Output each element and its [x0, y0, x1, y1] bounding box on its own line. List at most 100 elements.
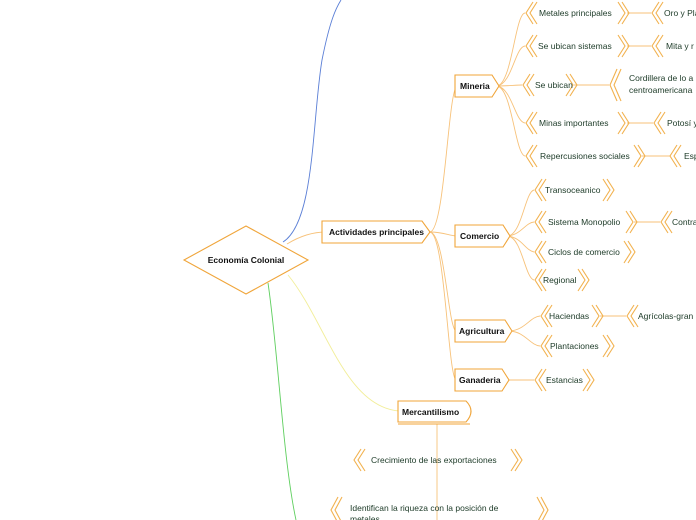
mineria-child-repercusiones[interactable]: Esp	[669, 144, 696, 168]
mineria-item-minas[interactable]: Minas importantes	[525, 111, 630, 135]
mercantilismo-shape	[397, 400, 472, 423]
left-bracket-shape	[525, 144, 538, 168]
ciclos-label: Ciclos de comercio	[548, 247, 620, 257]
ganaderia-label: Ganaderia	[459, 375, 501, 385]
comercio-label: Comercio	[460, 231, 499, 241]
right-bracket-shape	[623, 240, 636, 264]
left-bracket-shape	[534, 240, 547, 264]
mineria-item-sistemas[interactable]: Se ubican sistemas	[525, 34, 630, 58]
right-bracket-shape	[633, 144, 646, 168]
mineria-shape	[454, 74, 500, 98]
left-bracket-shape	[525, 34, 538, 58]
transoceanico-label: Transoceanico	[545, 185, 601, 195]
mineria-item-ubican[interactable]: Se ubican	[522, 73, 578, 97]
ganaderia-node[interactable]: Ganaderia	[454, 368, 510, 392]
right-bracket-shape	[602, 178, 615, 202]
right-bracket-shape	[602, 334, 615, 358]
agricultura-child-haciendas[interactable]: Agrícolas-gran	[626, 304, 694, 328]
connector-actividades-ganaderia	[429, 231, 457, 381]
riqueza-label-line1: Identifican la riqueza con la posición d…	[350, 503, 499, 513]
root-diamond-shape	[182, 225, 310, 295]
comercio-item-regional[interactable]: Regional	[534, 268, 590, 292]
left-bracket-shape	[669, 144, 682, 168]
right-bracket-shape	[625, 210, 638, 234]
connector-mineria-ubican	[496, 84, 523, 87]
left-bracket-shape	[609, 68, 622, 102]
connector-actividades-agricultura	[429, 231, 457, 332]
plantaciones-label: Plantaciones	[550, 341, 599, 351]
regional-label: Regional	[543, 275, 577, 285]
ganaderia-item-estancias[interactable]: Estancias	[534, 368, 595, 392]
right-bracket-shape	[591, 304, 604, 328]
repercusiones-child-label: Esp	[684, 151, 696, 161]
mercantilismo-item-crecimiento[interactable]: Crecimiento de las exportaciones	[353, 448, 523, 472]
comercio-child-monopolio[interactable]: Contra	[660, 210, 696, 234]
connector-agricultura-haciendas	[509, 315, 541, 332]
haciendas-child-label: Agrícolas-gran	[638, 311, 694, 321]
root-node[interactable]: Economía Colonial	[182, 225, 310, 295]
connector-mineria-metales	[496, 12, 526, 87]
monopolio-child-label: Contra	[672, 217, 696, 227]
mercantilismo-label: Mercantilismo	[402, 407, 459, 417]
riqueza-label-line2: metales	[350, 514, 380, 520]
agricultura-shape	[454, 319, 513, 343]
connector-comercio-ciclos	[507, 235, 535, 253]
connector-comercio-monopolio	[507, 221, 535, 237]
actividades-shape	[321, 220, 431, 244]
comercio-item-transoceanico[interactable]: Transoceanico	[534, 178, 615, 202]
mineria-node[interactable]: Mineria	[454, 74, 500, 98]
metales-label: Metales principales	[539, 8, 612, 18]
mercantilismo-node[interactable]: Mercantilismo	[397, 400, 472, 425]
left-bracket-shape	[353, 448, 366, 472]
mineria-item-repercusiones[interactable]: Repercusiones sociales	[525, 144, 646, 168]
right-bracket-shape	[617, 111, 630, 135]
connector-actividades-mineria	[429, 85, 458, 233]
monopolio-label: Sistema Monopolio	[548, 217, 621, 227]
left-bracket-shape	[525, 111, 538, 135]
branch-line-yellow	[287, 274, 401, 412]
comercio-item-monopolio[interactable]: Sistema Monopolio	[534, 210, 638, 234]
right-bracket-shape	[577, 268, 590, 292]
right-bracket-shape	[617, 34, 630, 58]
mineria-child-ubican[interactable]: Cordillera de lo a centroamericana	[609, 68, 694, 102]
left-bracket-shape	[660, 210, 673, 234]
mineria-child-minas[interactable]: Potosí y	[653, 111, 696, 135]
haciendas-label: Haciendas	[549, 311, 589, 321]
left-bracket-shape	[534, 268, 547, 292]
connector-root-actividades	[286, 231, 327, 245]
right-bracket-shape	[510, 448, 523, 472]
agricultura-item-plantaciones[interactable]: Plantaciones	[540, 334, 615, 358]
left-bracket-shape	[653, 111, 666, 135]
comercio-node[interactable]: Comercio	[454, 224, 511, 248]
left-bracket-shape	[540, 334, 553, 358]
left-bracket-shape	[522, 73, 535, 97]
agricultura-node[interactable]: Agricultura	[454, 319, 513, 343]
branch-line-green	[267, 282, 297, 520]
repercusiones-label: Repercusiones sociales	[540, 151, 630, 161]
metales-child-label: Oro y Pla	[664, 8, 696, 18]
minas-label: Minas importantes	[539, 118, 608, 128]
ubican-label: Se ubican	[535, 80, 573, 90]
left-bracket-shape	[534, 368, 547, 392]
sistemas-child-label: Mita y r	[666, 41, 694, 51]
agricultura-item-haciendas[interactable]: Haciendas	[540, 304, 604, 328]
root-label: Economía Colonial	[208, 255, 285, 265]
mineria-child-metales[interactable]: Oro y Pla	[651, 1, 696, 25]
connector-mineria-minas	[496, 85, 526, 124]
sistemas-label: Se ubican sistemas	[538, 41, 612, 51]
right-bracket-shape	[617, 1, 630, 25]
mineria-child-sistemas[interactable]: Mita y r	[651, 34, 694, 58]
mercantilismo-item-riqueza[interactable]: Identifican la riqueza con la posición d…	[330, 496, 549, 520]
comercio-item-ciclos[interactable]: Ciclos de comercio	[534, 240, 636, 264]
actividades-node[interactable]: Actividades principales	[321, 220, 431, 244]
connector-mineria-repercusiones	[496, 85, 526, 157]
ganaderia-shape	[454, 368, 510, 392]
mineria-item-metales[interactable]: Metales principales	[525, 1, 630, 25]
ubican-child-line1: Cordillera de lo a	[629, 73, 694, 83]
connector-mineria-sistemas	[496, 45, 526, 87]
mineria-label: Mineria	[460, 81, 490, 91]
left-bracket-shape	[534, 178, 547, 202]
connector-actividades-comercio	[429, 231, 457, 237]
right-bracket-shape	[565, 73, 578, 97]
